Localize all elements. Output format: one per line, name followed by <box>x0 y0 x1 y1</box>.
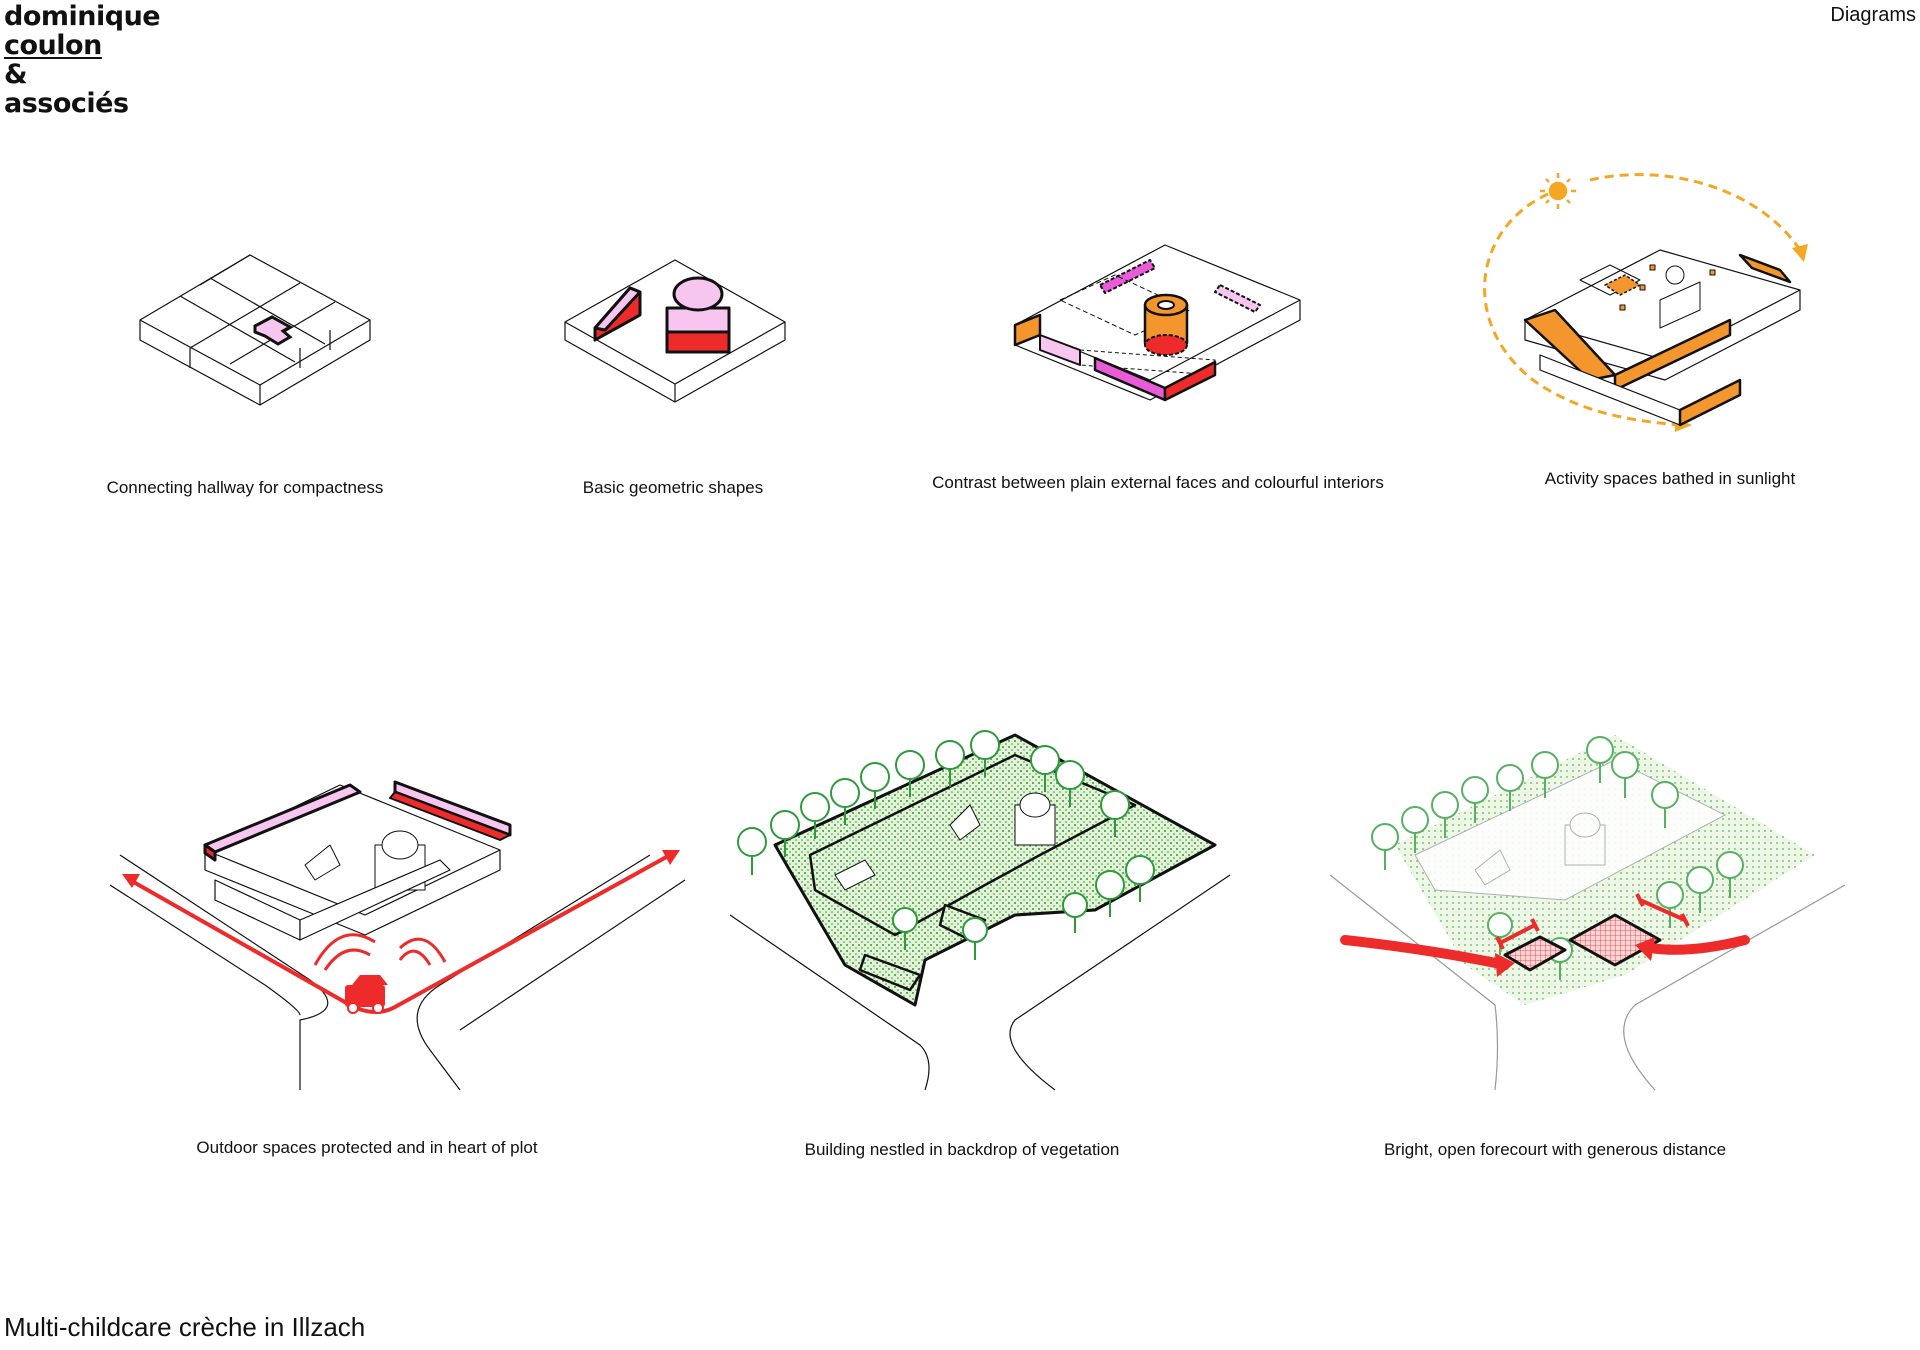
section-label: Diagrams <box>1830 4 1916 26</box>
tree-icon <box>737 730 1155 960</box>
diagram-contrast <box>1013 244 1301 402</box>
diagram-geometric-shapes <box>564 259 786 403</box>
logo-line-1: dominique <box>4 1 161 32</box>
arrowhead-right <box>1792 244 1808 262</box>
caption-vegetation: Building nestled in backdrop of vegetati… <box>804 1140 1120 1159</box>
tree-icon <box>1371 736 1744 980</box>
logo-line-4: associés <box>4 88 129 119</box>
logo-line-3: & <box>4 59 28 90</box>
forecourt-arrow-icon <box>1340 935 1750 970</box>
diagram-forecourt <box>1329 735 1846 1091</box>
caption-outdoor: Outdoor spaces protected and in heart of… <box>196 1138 538 1157</box>
sun-path-arrow-icon <box>1483 173 1802 427</box>
firm-logo: dominique coulon & associés <box>4 1 161 119</box>
diagram-outdoor <box>110 780 686 1091</box>
arrowhead-left <box>122 874 140 888</box>
coloured-interiors-icon <box>1013 244 1301 402</box>
caption-forecourt: Bright, open forecourt with generous dis… <box>1383 1140 1727 1159</box>
distance-marker-icon <box>1495 893 1690 950</box>
diagram-vegetation <box>729 730 1231 1091</box>
caption-contrast: Contrast between plain external faces an… <box>932 473 1384 492</box>
sun-icon <box>1540 173 1576 209</box>
hallway-icon <box>253 315 294 346</box>
caption-hallway: Connecting hallway for compactness <box>106 478 384 497</box>
caption-sunlight: Activity spaces bathed in sunlight <box>1544 469 1796 488</box>
diagram-hallway <box>139 254 371 406</box>
car-icon <box>313 933 447 1014</box>
project-title: Multi-childcare crèche in Illzach <box>4 1312 366 1342</box>
diagram-sunlight <box>1483 173 1808 432</box>
geometric-shapes-icon <box>564 259 786 403</box>
caption-geometric-shapes: Basic geometric shapes <box>582 478 764 497</box>
logo-line-2: coulon <box>4 30 102 61</box>
arrowhead-right <box>662 850 680 865</box>
